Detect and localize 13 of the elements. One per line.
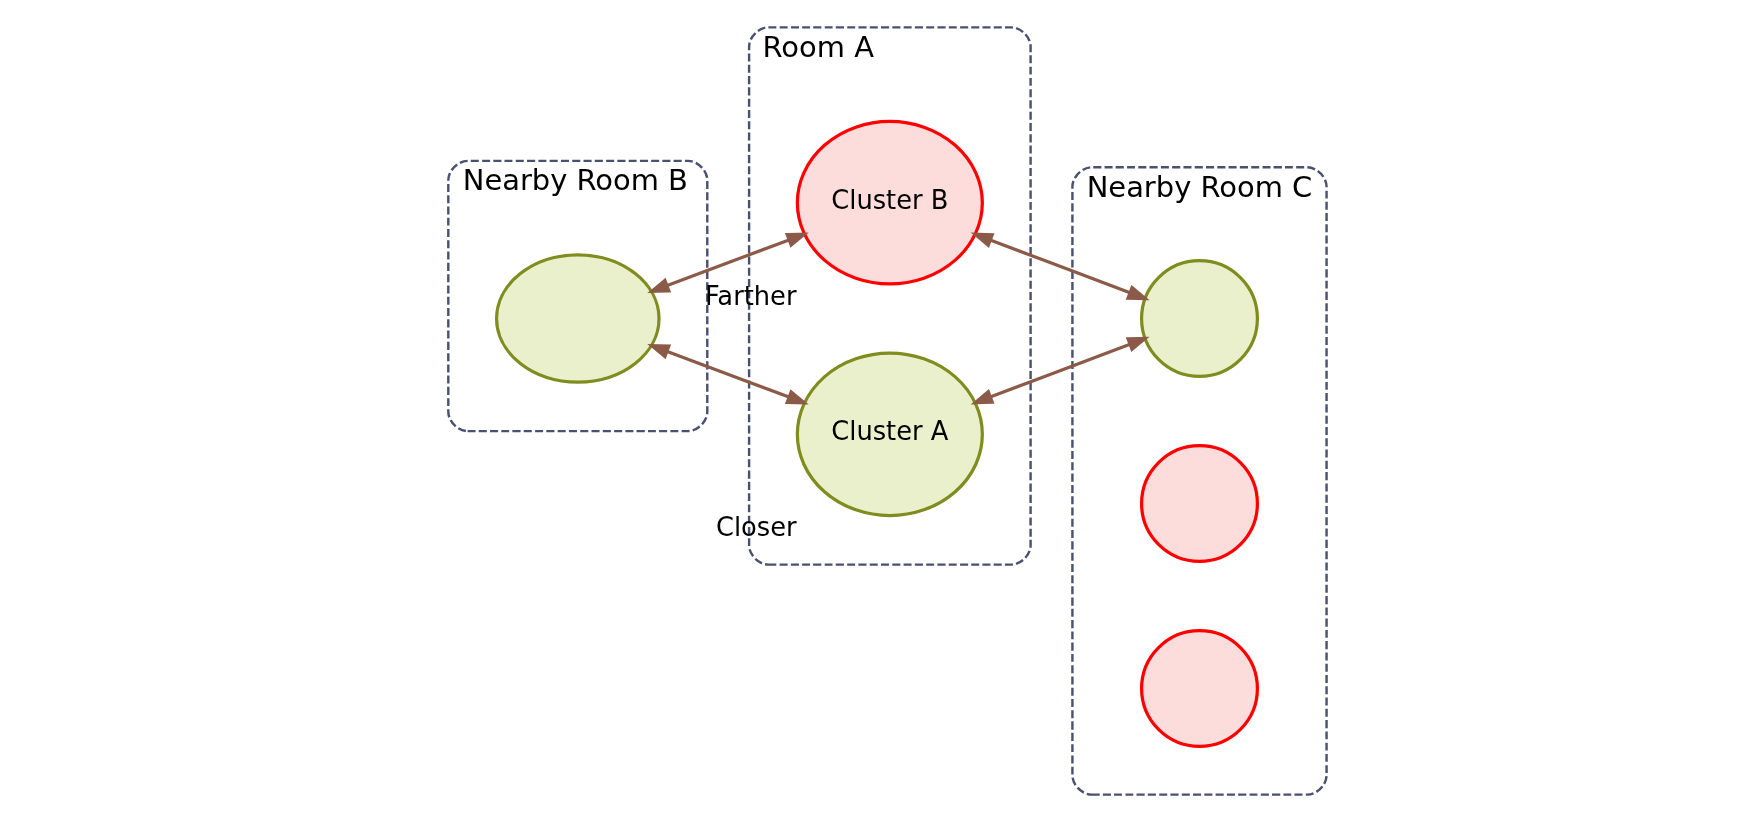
arrow (646, 343, 809, 405)
arrow (970, 336, 1150, 405)
node-circle (1139, 259, 1259, 379)
node-ellipse (494, 253, 661, 384)
node-circle (1139, 628, 1259, 748)
cluster: Nearby Room C (1070, 166, 1328, 796)
node-ellipse: Cluster B (795, 119, 984, 286)
cluster: Nearby Room B (446, 159, 708, 433)
arrow (970, 232, 1150, 301)
node-circle (1139, 443, 1259, 563)
node-label: Closer (715, 512, 797, 543)
node-ellipse: Cluster A (795, 351, 984, 518)
arrow (646, 232, 809, 294)
